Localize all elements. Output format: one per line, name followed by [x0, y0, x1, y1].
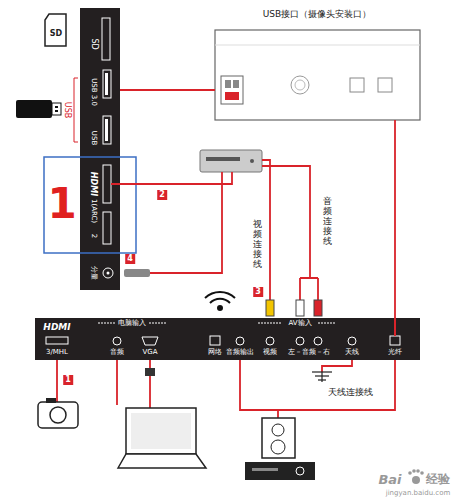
cable-label: 音频连接线 — [323, 197, 332, 246]
port-label: VGA — [142, 349, 157, 356]
port-label: AV输入 — [288, 320, 311, 327]
laptop — [118, 408, 206, 468]
callout-number: 2 — [157, 190, 167, 200]
port-label: 网络 — [208, 349, 222, 356]
port-label: 音频输出 — [226, 349, 254, 356]
port-label: USB — [90, 131, 97, 145]
highlight-box — [44, 157, 136, 253]
plug — [124, 269, 322, 376]
port-label: 电脑输入 — [118, 320, 146, 327]
port-label: 天线 — [345, 349, 359, 356]
callout-number: 1 — [47, 183, 76, 225]
port-label: USB — [63, 102, 71, 118]
port-label: 视频 — [263, 349, 277, 356]
dvd-player — [200, 150, 262, 172]
watermark: jingyan.baidu.com — [386, 490, 451, 497]
antenna — [312, 372, 332, 382]
camera — [38, 398, 78, 428]
bottom-panel — [35, 318, 420, 360]
cable-label: 天线连接线 — [328, 388, 373, 397]
callout-number: 3 — [253, 287, 263, 297]
tv-back: USB接口（摄像头安装口） — [215, 30, 420, 120]
tv-back — [215, 30, 420, 120]
side-panel — [80, 8, 120, 290]
port-label: 音频 — [110, 349, 124, 356]
port-label: 分量 — [90, 266, 97, 280]
bracket — [74, 78, 78, 142]
port-label: 光纤 — [388, 349, 402, 356]
callout-number: 4 — [125, 254, 135, 264]
port-label: SD — [90, 38, 98, 49]
cable — [57, 160, 395, 418]
wifi-icon — [205, 292, 235, 310]
port-label: 2 — [90, 234, 97, 238]
port-label: HDMI — [89, 172, 97, 196]
port-label: USB接口（摄像头安装口） — [263, 10, 371, 19]
speaker — [245, 418, 315, 480]
port-label: HDMI — [43, 323, 70, 332]
port-label: 3/MHL — [46, 349, 68, 356]
cable — [394, 120, 396, 318]
cable-label: 视频连接线 — [253, 220, 262, 269]
usb-stick — [16, 100, 61, 118]
cable — [120, 89, 215, 91]
watermark: Bai — [378, 473, 401, 486]
port-label: 左－音频－右 — [288, 349, 330, 356]
card-text: SD — [50, 30, 62, 38]
sd-card — [45, 14, 66, 46]
watermark: 经验 — [426, 473, 450, 485]
side-panel: SD USB 3.0USB HDMI 1(ARC) 2 分量 — [80, 8, 120, 290]
callout-number: 1 — [63, 375, 73, 385]
bottom-panel: HDMI 3/MHL 电脑输入音频 VGA 网络音频输出 AV输入视频 左－音频－右 天线 光纤 — [35, 318, 420, 360]
port-label: USB 3.0 — [90, 78, 97, 106]
port-label: 1(ARC) — [90, 199, 97, 223]
watermark-logo — [408, 469, 424, 484]
